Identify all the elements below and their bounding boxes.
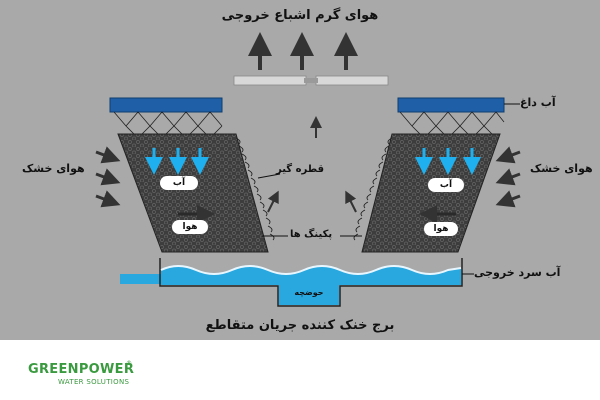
left-air-inlet-arrows xyxy=(95,146,121,208)
right-water-pill: آب xyxy=(428,178,464,192)
drift-eliminator-label: قطره گیر xyxy=(276,164,325,175)
registered-mark: ® xyxy=(126,360,132,367)
crossflow-cooling-tower-diagram: هوای گرم اشباع خروجی آب داغ هوای خشک هوا… xyxy=(0,0,600,340)
cold-water-basin xyxy=(120,258,463,307)
diagram-drawing xyxy=(95,32,521,307)
diagram-title: برج خنک کننده جریان متقاطع xyxy=(205,318,395,333)
fan-deck xyxy=(233,75,389,86)
right-air-inlet-arrows xyxy=(495,146,521,208)
left-hot-water-basin xyxy=(109,97,223,113)
left-air-pill: هوا xyxy=(172,220,208,234)
brand-logo: GREENPOWER xyxy=(28,362,135,377)
dry-air-right-label: هوای خشک xyxy=(530,162,593,175)
outlet-pipe xyxy=(120,274,162,284)
internal-air-arrows xyxy=(267,116,357,213)
dry-air-left-label: هوای خشک xyxy=(22,162,85,175)
footer xyxy=(0,340,600,400)
fill-packing-label: پکینگ ها xyxy=(290,229,333,240)
left-fill-media xyxy=(117,133,269,253)
left-water-pill: آب xyxy=(160,176,198,190)
basin-label: حوضچه xyxy=(294,288,324,297)
cold-water-outlet-label: آب سرد خروجی xyxy=(474,266,561,279)
brand-tagline: WATER SOLUTIONS xyxy=(58,378,130,386)
right-hot-water-basin xyxy=(397,97,505,113)
saturated-air-label: هوای گرم اشباع خروجی xyxy=(221,8,379,23)
right-drift-eliminator xyxy=(353,137,393,241)
right-fill-section xyxy=(353,97,505,253)
right-air-pill: هوا xyxy=(424,222,458,236)
hot-water-label: آب داغ xyxy=(520,96,556,109)
left-drift-eliminator xyxy=(235,137,275,241)
leader-lines xyxy=(257,103,520,275)
left-fill-section xyxy=(109,97,275,253)
exhaust-arrows xyxy=(248,32,358,70)
